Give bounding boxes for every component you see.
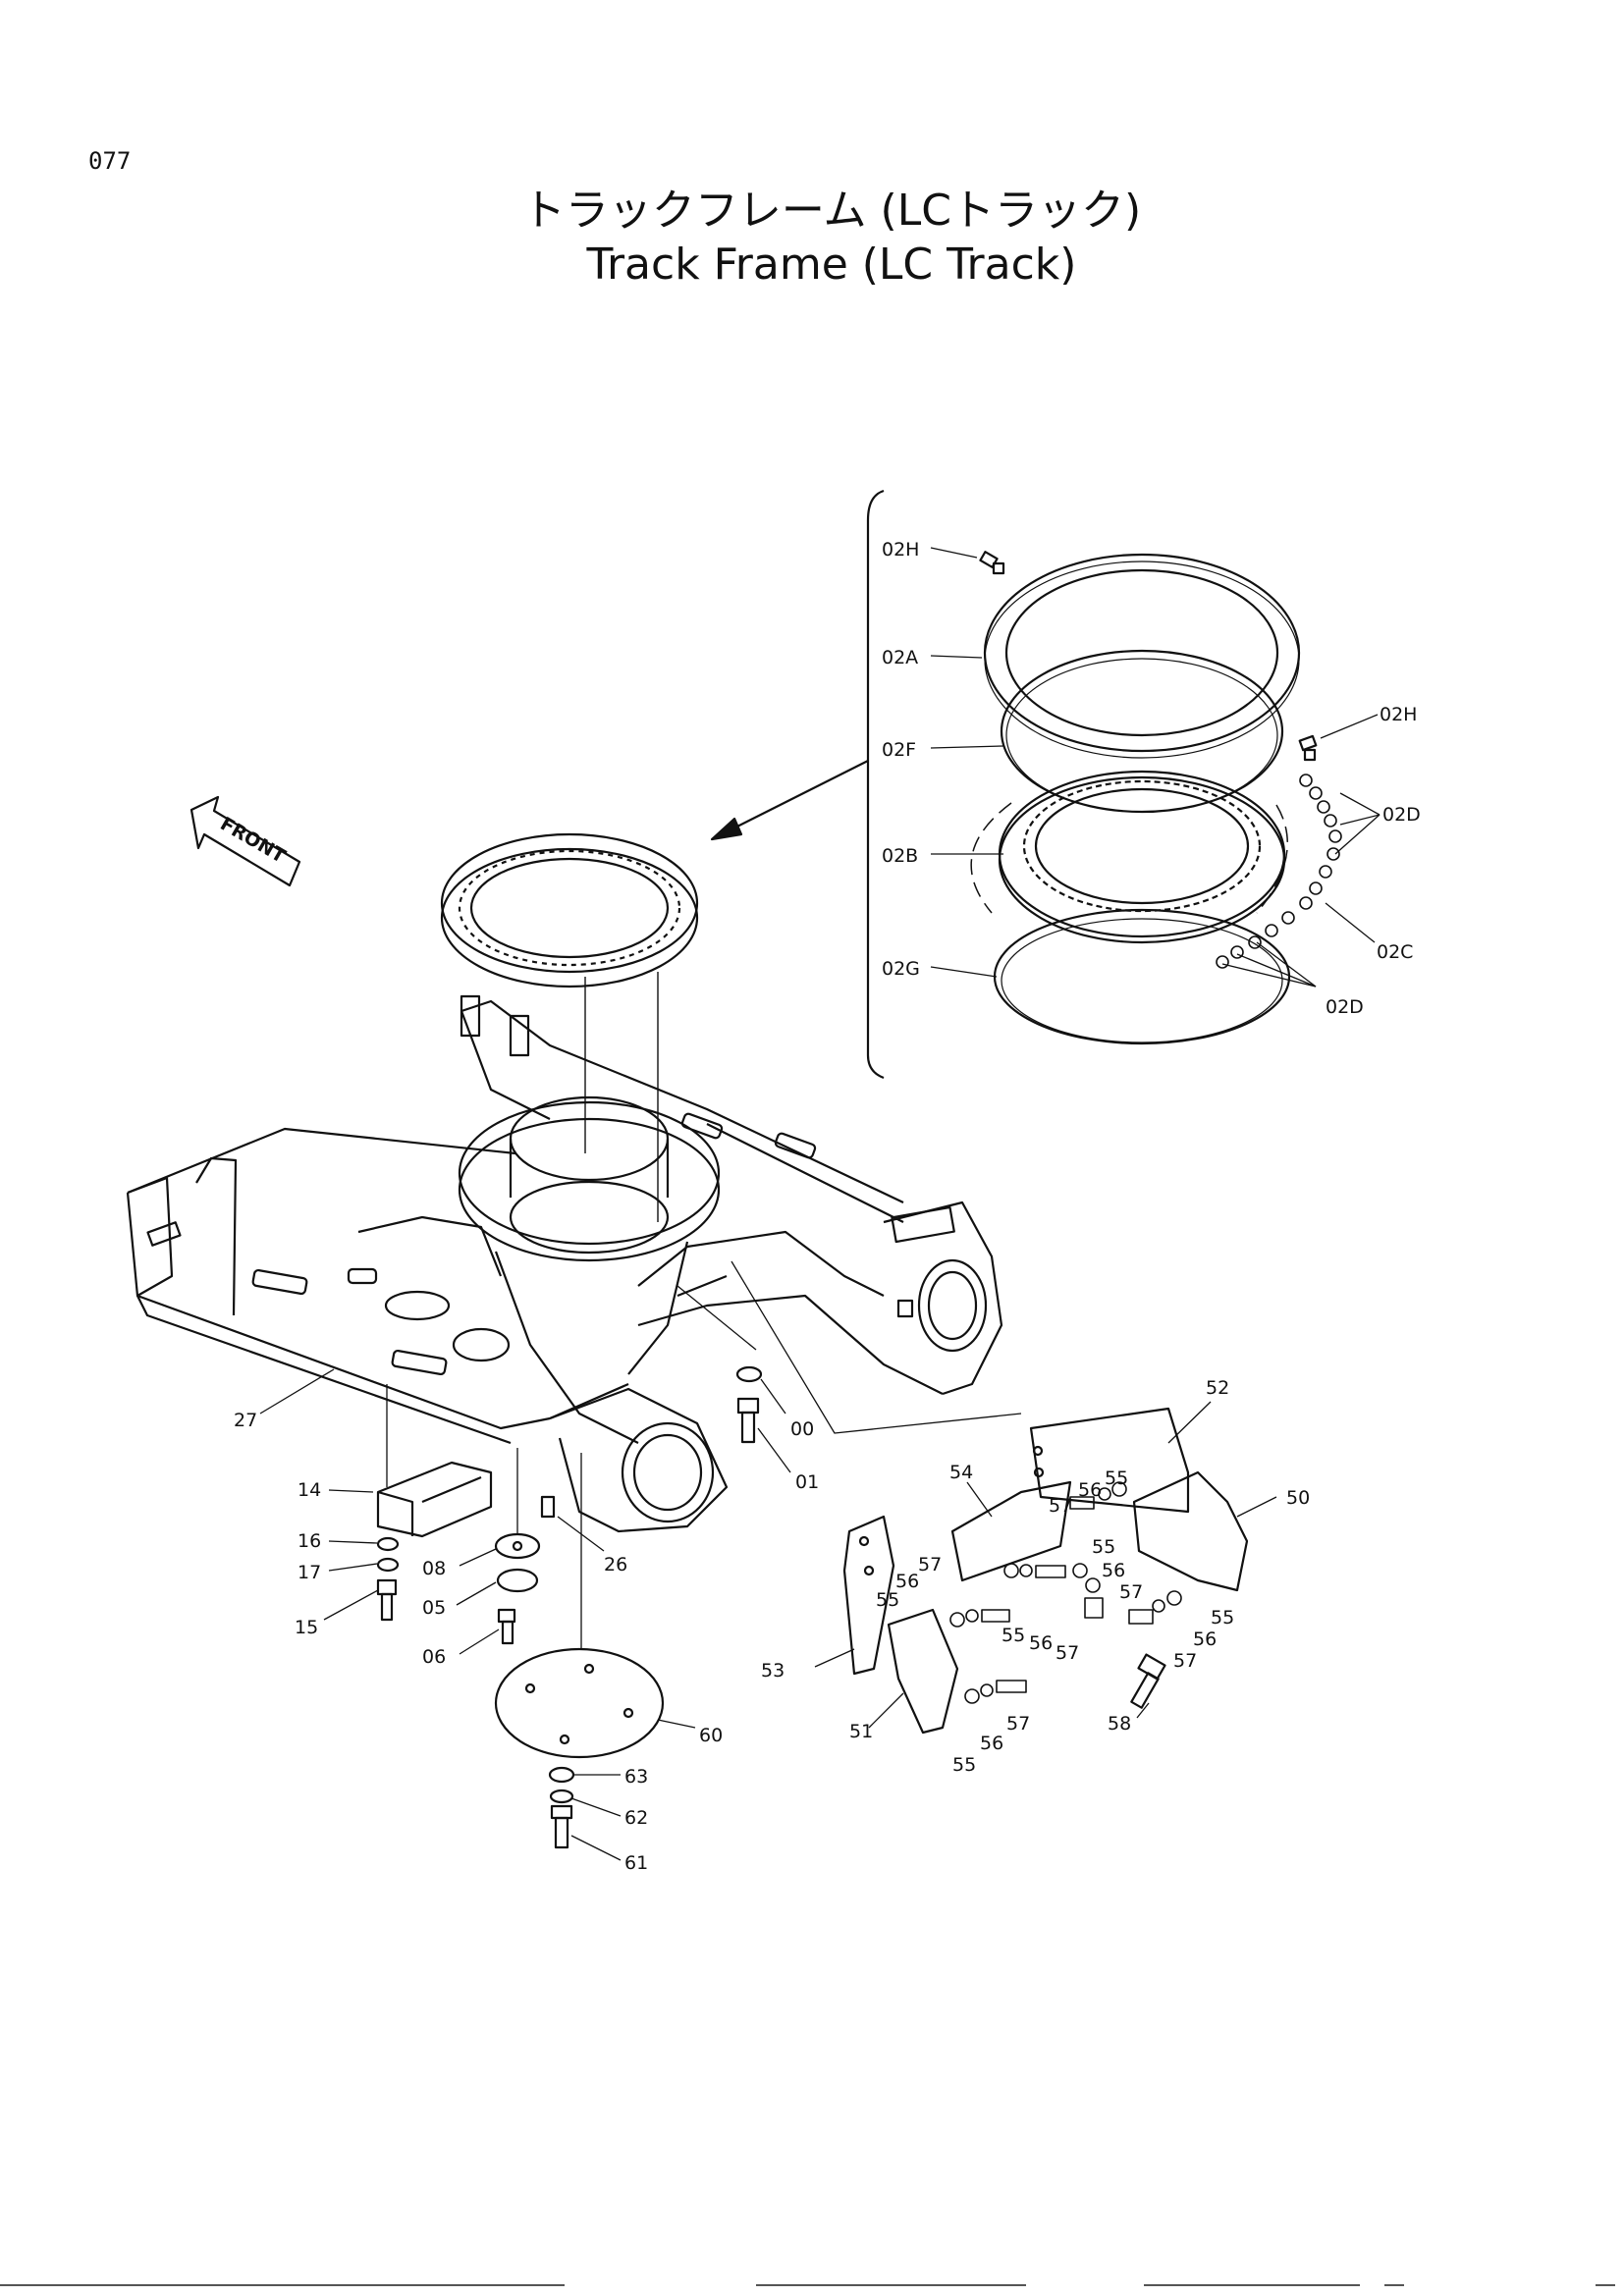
grease-fitting-02H-right (1298, 734, 1318, 762)
part-label: 55 (1211, 1607, 1234, 1629)
footer-rule (1596, 2284, 1615, 2286)
washer-16 (376, 1536, 400, 1552)
leader-lines (259, 547, 1380, 1861)
part-label: 61 (624, 1852, 648, 1874)
washer-17 (376, 1557, 400, 1573)
bearing-outer-ring-02A (983, 553, 1301, 759)
cover-05 (496, 1568, 539, 1593)
part-label: 02D (1326, 996, 1364, 1018)
part-label: 57 (1173, 1650, 1197, 1672)
part-label: 56 (1029, 1632, 1053, 1654)
part-label: 51 (849, 1721, 873, 1742)
part-label: 55 (952, 1754, 976, 1776)
part-label: 02G (882, 958, 920, 980)
part-label: 14 (298, 1479, 321, 1501)
part-label: 56 (1102, 1560, 1125, 1581)
bearing-seal-02G (993, 908, 1291, 1045)
part-label: 57 (1006, 1713, 1030, 1735)
part-label: 02D (1382, 804, 1421, 826)
part-label: 57 (1049, 1495, 1072, 1517)
part-label: 56 (1193, 1629, 1217, 1650)
front-label: FRONT (217, 813, 290, 867)
part-label: 02C (1377, 941, 1413, 963)
guard-bracket-14 (376, 1461, 493, 1538)
part-label: 56 (1078, 1479, 1102, 1501)
bolt-set-e (1128, 1590, 1182, 1625)
page-title-english: Track Frame (LC Track) (586, 240, 1077, 290)
guard-plate-50 (1132, 1470, 1249, 1592)
part-label: 16 (298, 1530, 321, 1552)
guard-plate-54 (950, 1480, 1072, 1582)
washer-62 (549, 1789, 574, 1804)
guard-plate-52 (1029, 1407, 1190, 1514)
part-label: 05 (422, 1597, 446, 1619)
bolt-01 (736, 1397, 760, 1444)
bolt-set-f (964, 1680, 1027, 1704)
part-label: 57 (1056, 1642, 1079, 1664)
part-label: 54 (949, 1462, 973, 1483)
footer-rule (756, 2284, 1026, 2286)
bolt-15 (376, 1578, 398, 1622)
part-label: 56 (895, 1571, 919, 1592)
bolt-58 (1130, 1653, 1166, 1709)
plug-set-02D (1216, 774, 1342, 969)
part-label: 62 (624, 1807, 648, 1829)
part-label: 56 (980, 1733, 1003, 1754)
bearing-inner-gear-02B (998, 770, 1286, 944)
part-label: 53 (761, 1660, 785, 1682)
detail-bracket (866, 489, 885, 1080)
part-label: 55 (876, 1589, 899, 1611)
part-label: 55 (1001, 1625, 1025, 1646)
guard-plate-53 (842, 1515, 895, 1676)
part-label: 57 (918, 1554, 942, 1575)
part-label: 63 (624, 1766, 648, 1788)
plug-26 (540, 1495, 556, 1519)
bolt-06 (497, 1608, 516, 1645)
part-label: 52 (1206, 1377, 1229, 1399)
bolt-set-d (1072, 1563, 1104, 1619)
part-label: 57 (1119, 1581, 1143, 1603)
part-label: 02H (1380, 704, 1417, 725)
part-label: 08 (422, 1558, 446, 1579)
part-label: 02A (882, 647, 918, 668)
part-label: 02B (882, 845, 918, 867)
part-label: 27 (234, 1410, 257, 1431)
part-label: 17 (298, 1562, 321, 1583)
part-label: 55 (1105, 1468, 1128, 1489)
bolt-set-c (949, 1609, 1010, 1628)
part-label: 58 (1108, 1713, 1131, 1735)
footer-rule (1144, 2284, 1360, 2286)
part-label: 50 (1286, 1487, 1310, 1509)
part-label: 00 (790, 1418, 814, 1440)
washer-63 (548, 1766, 575, 1784)
cover-08 (494, 1532, 541, 1560)
detail-arrow-head (710, 817, 743, 841)
part-label: 02F (882, 739, 916, 761)
bolt-set-a (1069, 1481, 1127, 1510)
part-label: 26 (604, 1554, 627, 1575)
page-title-japanese: トラックフレーム (LCトラック) (521, 186, 1142, 236)
cover-plate-60 (494, 1647, 665, 1759)
part-label: 15 (295, 1617, 318, 1638)
part-label: 55 (1092, 1536, 1115, 1558)
footer-rule (0, 2284, 565, 2286)
part-label: 60 (699, 1725, 723, 1746)
footer-rule (1384, 2284, 1404, 2286)
front-direction-arrow (189, 795, 301, 887)
page-number: 077 (88, 147, 132, 175)
part-label: 02H (882, 539, 919, 561)
bolt-set-b (1003, 1563, 1066, 1578)
bolt-00 (735, 1365, 763, 1383)
guard-plate-51 (887, 1608, 959, 1735)
part-label: 01 (795, 1471, 819, 1493)
grease-fitting-02H-top (979, 551, 1005, 575)
swing-bearing-assembly (440, 832, 699, 988)
track-frame-body (126, 994, 1003, 1533)
bolt-61 (550, 1804, 573, 1849)
part-label: 06 (422, 1646, 446, 1668)
